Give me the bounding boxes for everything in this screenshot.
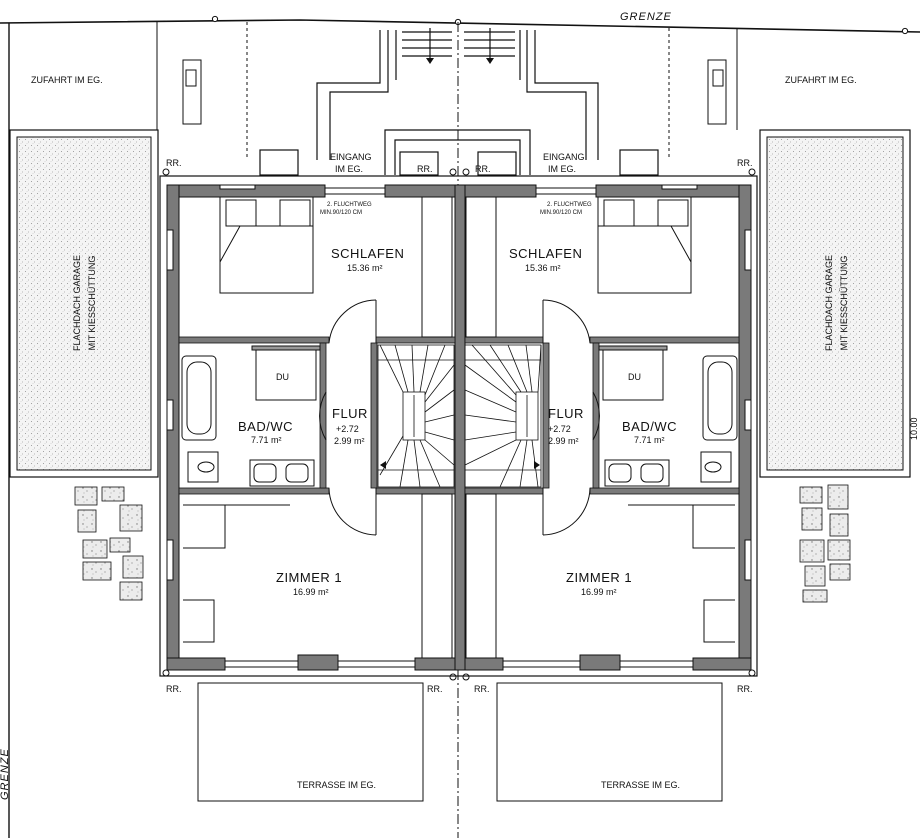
entrance-label-2: IM EG. xyxy=(335,164,363,174)
room-level-flur: +2.72 xyxy=(336,424,359,434)
furniture-room-right xyxy=(628,504,735,643)
room-area-bad: 7.71 m² xyxy=(634,435,665,445)
shower-label: DU xyxy=(276,372,289,382)
garage-left-label-1: FLACHDACH GARAGE xyxy=(72,255,82,351)
entrance-label-1: EINGANG xyxy=(330,152,372,162)
bathroom-fixtures-left xyxy=(181,345,321,487)
room-area-bad: 7.71 m² xyxy=(251,435,282,445)
room-area-zimmer: 16.99 m² xyxy=(293,587,329,597)
boundary-label-top: GRENZE xyxy=(620,11,672,23)
escape-route-label-1: 2. FLUCHTWEG xyxy=(327,202,372,208)
shower-label: DU xyxy=(628,372,641,382)
paving-right xyxy=(799,484,851,603)
downpipe-label: RR. xyxy=(166,158,182,168)
terrace-left xyxy=(197,682,424,802)
room-name-schlafen: SCHLAFEN xyxy=(331,246,404,261)
room-level-flur: +2.72 xyxy=(548,424,571,434)
bed-left xyxy=(219,196,314,294)
meter-box-right xyxy=(707,59,727,125)
downpipe-label: RR. xyxy=(417,164,433,174)
wardrobes xyxy=(421,196,497,659)
garage-left xyxy=(9,129,159,478)
site-boundary xyxy=(0,15,920,838)
room-area-flur: 2.99 m² xyxy=(334,436,365,446)
terrace-left-label: TERRASSE IM EG. xyxy=(297,780,376,790)
windows xyxy=(225,187,693,668)
room-area-schlafen: 15.36 m² xyxy=(525,263,561,273)
entrance-label-2: IM EG. xyxy=(548,164,576,174)
garage-left-label-2: MIT KIESSCHÜTTUNG xyxy=(87,256,97,351)
bathroom-fixtures-right xyxy=(598,345,738,487)
room-name-schlafen: SCHLAFEN xyxy=(509,246,582,261)
edge-dimension: 10.00 xyxy=(909,417,919,440)
stair-direction-arrow xyxy=(380,461,386,469)
entry-paths xyxy=(259,28,659,176)
room-name-zimmer: ZIMMER 1 xyxy=(566,570,632,585)
room-name-zimmer: ZIMMER 1 xyxy=(276,570,342,585)
staircase-right xyxy=(464,344,542,488)
door-swings xyxy=(319,299,600,536)
escape-route-label-1: 2. FLUCHTWEG xyxy=(547,202,592,208)
terrace-right-label: TERRASSE IM EG. xyxy=(601,780,680,790)
stair-direction-arrow xyxy=(534,461,540,469)
garage-right-label-2: MIT KIESSCHÜTTUNG xyxy=(839,256,849,351)
downpipe-label: RR. xyxy=(475,164,491,174)
room-area-zimmer: 16.99 m² xyxy=(581,587,617,597)
room-area-flur: 2.99 m² xyxy=(548,436,579,446)
downpipe-label: RR. xyxy=(166,684,182,694)
terrace-right xyxy=(496,682,723,802)
escape-route-label-2: MIN.90/120 CM xyxy=(320,210,362,216)
access-label-left: ZUFAHRT IM EG. xyxy=(31,75,103,85)
escape-route-label-2: MIN.90/120 CM xyxy=(540,210,582,216)
downpipe-label: RR. xyxy=(737,158,753,168)
staircase-left xyxy=(377,344,455,488)
room-area-schlafen: 15.36 m² xyxy=(347,263,383,273)
bed-right xyxy=(597,196,692,294)
downpipe-label: RR. xyxy=(474,684,490,694)
downpipe-label: RR. xyxy=(427,684,443,694)
paving-left xyxy=(74,486,144,601)
room-name-flur: FLUR xyxy=(548,406,584,421)
garage-right xyxy=(759,129,911,478)
room-name-bad: BAD/WC xyxy=(238,419,293,434)
garage-right-label-1: FLACHDACH GARAGE xyxy=(824,255,834,351)
downpipe-label: RR. xyxy=(737,684,753,694)
roof-outline xyxy=(159,175,758,677)
boundary-label-left: GRENZE xyxy=(0,748,11,800)
entrance-label-1: EINGANG xyxy=(543,152,585,162)
furniture-room-left xyxy=(183,504,290,643)
stair-arrows xyxy=(426,58,494,64)
meter-box-left xyxy=(182,59,202,125)
room-name-flur: FLUR xyxy=(332,406,368,421)
driveway-edges xyxy=(156,22,738,160)
room-name-bad: BAD/WC xyxy=(622,419,677,434)
interior-walls xyxy=(178,336,740,495)
access-label-right: ZUFAHRT IM EG. xyxy=(785,75,857,85)
window-frames xyxy=(166,184,752,581)
